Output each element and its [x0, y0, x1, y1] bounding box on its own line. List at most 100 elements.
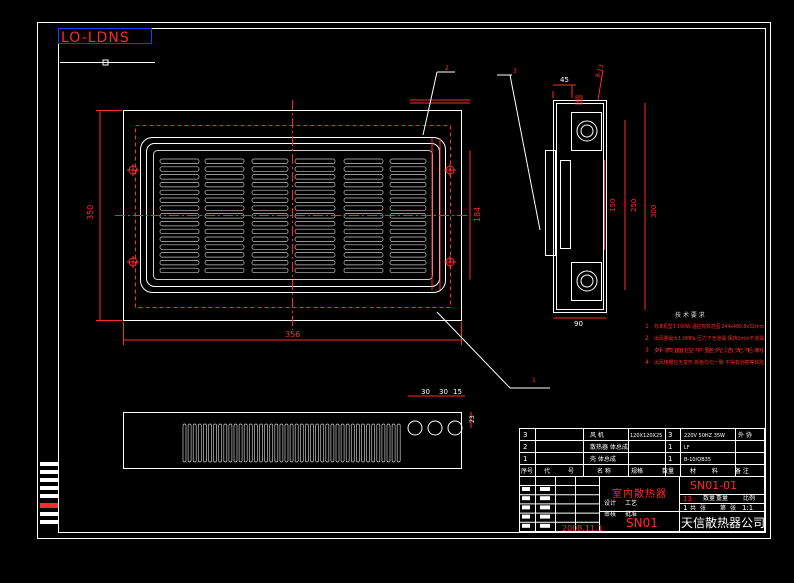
grille-slot: [389, 236, 427, 242]
bottom-view: 30 30 15 23: [123, 388, 476, 469]
dim-15: 15: [453, 388, 462, 396]
bottom-slot: [223, 423, 228, 463]
dim-30a: 30: [421, 388, 430, 396]
bottom-slot: [325, 423, 330, 463]
drawing-no: SN01-01: [690, 479, 737, 492]
parts-header-cell: 数量: [662, 467, 674, 475]
grille-slot: [343, 267, 384, 274]
grille-slot: [343, 221, 384, 227]
bottom-slot: [197, 423, 202, 463]
front-view: 356 350 184 2 1: [86, 65, 550, 389]
grille-slot: [251, 182, 289, 188]
grille-slot: [159, 267, 200, 274]
grille-slot: [159, 228, 200, 235]
grille-slot: [343, 260, 384, 266]
bottom-slot: [396, 423, 401, 463]
parts-cell: 风 机: [590, 431, 604, 439]
mark-square: [102, 59, 109, 66]
callout-1: 1: [532, 377, 536, 384]
bottom-slot: [274, 423, 279, 463]
grille-slot: [343, 236, 384, 242]
bottom-slot: [182, 423, 187, 463]
grille-slot: [204, 236, 245, 242]
grille-slot: [389, 221, 427, 227]
bottom-slot: [254, 423, 258, 463]
grille-slot: [251, 174, 289, 180]
parts-cell: 壳 体总成: [590, 455, 616, 463]
grille-slot: [294, 158, 336, 164]
grille-slot: [294, 228, 336, 235]
grille-slot: [251, 267, 289, 274]
bottom-slot: [203, 423, 207, 463]
grille-slot: [294, 166, 336, 172]
grille-slot: [294, 182, 336, 188]
title-block-label: 数量: [703, 494, 715, 502]
grille-slot: [294, 267, 336, 274]
bottom-slot: [259, 423, 263, 463]
grille-slot: [343, 166, 384, 172]
title-block-label: 批准: [625, 510, 637, 518]
company-name: 天信散热器公司: [681, 515, 765, 530]
parts-cell: 3: [523, 431, 527, 439]
grille-slot: [159, 182, 200, 188]
grille-slot: [343, 174, 384, 180]
grille-slot: [343, 228, 384, 235]
inner-frame: [58, 28, 766, 533]
dim-30b: 30: [439, 388, 448, 396]
parts-header-cell: 备 注: [735, 467, 749, 475]
bottom-slot: [218, 423, 223, 463]
bottom-slot: [371, 423, 376, 463]
grille-slot: [343, 197, 384, 203]
grille-slot: [389, 228, 427, 235]
parts-cell: 外 协: [738, 431, 752, 439]
bottom-slots: [182, 423, 401, 463]
grille-slot: [204, 267, 245, 274]
dim-23: 23: [469, 415, 476, 423]
drawing-date: 2008.11.1: [562, 524, 603, 533]
grille-slot: [294, 189, 336, 196]
bottom-slot: [335, 423, 340, 463]
grille-slot: [204, 189, 245, 196]
grille-slot: [159, 166, 200, 172]
dim-side-c: 300: [650, 205, 658, 218]
bottom-slot: [213, 423, 217, 463]
bottom-slot: [381, 423, 386, 463]
parts-header-cell: 规格: [631, 467, 643, 475]
bottom-slot: [305, 423, 309, 463]
grille-slot: [159, 197, 200, 203]
sheet-no: 13: [683, 495, 692, 503]
bottom-slot: [208, 423, 212, 463]
grille-slot: [389, 260, 427, 266]
grille-slot: [159, 236, 200, 242]
title-block-label: 张: [730, 504, 736, 512]
parts-header-cell: 材: [690, 467, 696, 475]
grille-slot: [159, 244, 200, 250]
note-text: 标准机型3-100W 温控有效范围 244x480.8x32mm: [654, 323, 764, 330]
parts-header-cell: 名 称: [597, 467, 611, 475]
dim-side-b: 250: [630, 199, 638, 212]
grille-slots: [159, 158, 427, 274]
bottom-slot: [350, 423, 355, 463]
grille-slot: [343, 244, 384, 250]
grille-slot: [294, 260, 336, 266]
bottom-slot: [233, 423, 238, 463]
bottom-slot: [238, 423, 243, 463]
grille-slot: [389, 158, 427, 164]
grille-slot: [389, 197, 427, 203]
grille-slot: [159, 205, 200, 211]
bottom-slot: [386, 423, 391, 463]
grille-slot: [343, 182, 384, 188]
bottom-slot: [330, 423, 335, 463]
grille-slot: [389, 244, 427, 250]
title-block-label: 比例: [743, 494, 755, 502]
grille-slot: [343, 252, 384, 258]
parts-cell: 散热器 体总成: [590, 443, 628, 451]
grille-slot: [251, 244, 289, 250]
grille-slot: [389, 205, 427, 211]
callout-2: 2: [445, 65, 449, 72]
parts-cell: LF: [684, 445, 690, 451]
bottom-slot: [187, 423, 192, 463]
